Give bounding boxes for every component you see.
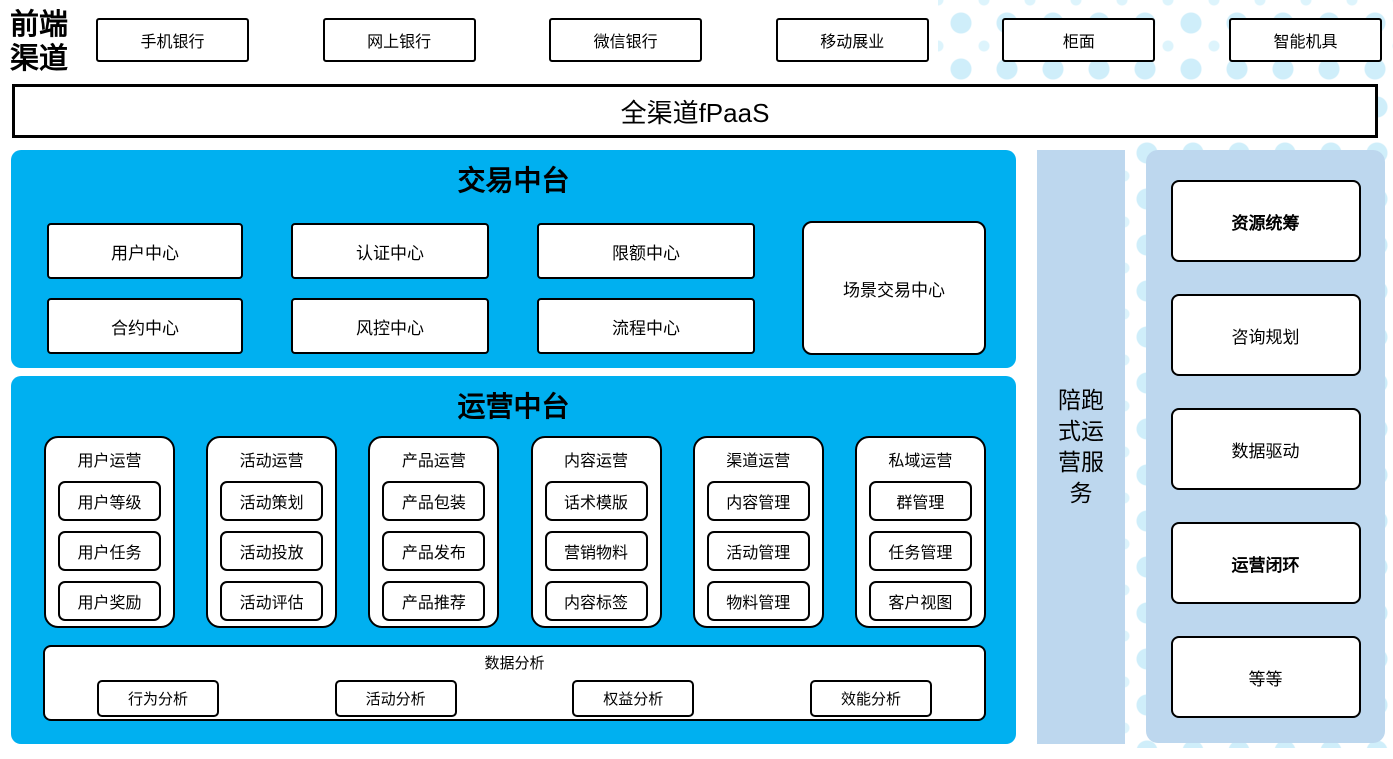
group-item: 内容管理 [706, 481, 810, 521]
group-item: 活动管理 [706, 531, 810, 571]
front-channels-row: 前端渠道 手机银行 网上银行 微信银行 移动展业 柜面 智能机具 [10, 5, 1382, 75]
group-item: 产品发布 [382, 531, 486, 571]
center-box-contract: 合约中心 [47, 298, 243, 354]
service-box-resource-planning: 资源统筹 [1170, 180, 1361, 262]
group-channel-operation: 渠道运营 内容管理 活动管理 物料管理 [692, 436, 824, 628]
data-analysis-title: 数据分析 [484, 655, 545, 672]
service-box-operation-loop: 运营闭环 [1170, 522, 1361, 604]
group-item: 活动评估 [220, 581, 324, 621]
group-item: 内容标签 [544, 581, 648, 621]
group-item: 用户奖励 [58, 581, 161, 621]
group-item: 营销物料 [544, 531, 648, 571]
service-box-etc: 等等 [1170, 636, 1361, 718]
center-box-scenario-trade: 场景交易中心 [802, 221, 986, 355]
service-box-consulting-planning: 咨询规划 [1170, 294, 1361, 376]
omnichannel-fpaas-bar: 全渠道fPaaS [12, 84, 1378, 138]
channel-box-mobile-banking: 手机银行 [96, 18, 249, 62]
channel-box-counter: 柜面 [1002, 18, 1156, 62]
group-item: 产品推荐 [382, 581, 486, 621]
group-item: 产品包装 [382, 481, 486, 521]
group-item: 用户等级 [58, 481, 161, 521]
group-user-operation: 用户运营 用户等级 用户任务 用户奖励 [44, 436, 175, 628]
channel-box-mobile-sales: 移动展业 [775, 18, 929, 62]
center-box-user: 用户中心 [47, 223, 243, 279]
center-box-risk: 风控中心 [291, 298, 489, 354]
transaction-platform-panel: 交易中台 用户中心 认证中心 限额中心 合约中心 风控中心 流程中心 场景交易中… [11, 150, 1016, 368]
operation-groups-row: 用户运营 用户等级 用户任务 用户奖励 活动运营 活动策划 活动投放 活动评估 … [44, 436, 986, 628]
group-title: 内容运营 [564, 453, 629, 470]
group-item: 话术模版 [544, 481, 648, 521]
analysis-item-rights: 权益分析 [572, 680, 695, 717]
data-analysis-box: 数据分析 行为分析 活动分析 权益分析 效能分析 [43, 645, 986, 721]
group-private-domain-operation: 私域运营 群管理 任务管理 客户视图 [854, 436, 986, 628]
transaction-platform-title: 交易中台 [457, 165, 570, 196]
accompanying-operation-service-label: 陪跑式运营服务 [1058, 387, 1104, 506]
group-item: 任务管理 [868, 531, 972, 571]
operation-platform-title: 运营中台 [457, 391, 570, 422]
channel-box-smart-devices: 智能机具 [1228, 18, 1382, 62]
service-items-panel: 资源统筹 咨询规划 数据驱动 运营闭环 等等 [1146, 150, 1385, 743]
group-item: 物料管理 [706, 581, 810, 621]
group-title: 活动运营 [239, 453, 304, 470]
group-activity-operation: 活动运营 活动策划 活动投放 活动评估 [206, 436, 338, 628]
group-product-operation: 产品运营 产品包装 产品发布 产品推荐 [368, 436, 500, 628]
center-box-process: 流程中心 [537, 298, 755, 354]
group-item: 活动投放 [220, 531, 324, 571]
accompanying-operation-service-bar: 陪跑式运营服务 [1037, 150, 1125, 744]
service-box-data-driven: 数据驱动 [1170, 408, 1361, 490]
channel-box-wechat-banking: 微信银行 [549, 18, 703, 62]
front-channels-label: 前端渠道 [10, 9, 69, 75]
channel-box-online-banking: 网上银行 [322, 18, 476, 62]
analysis-item-behavior: 行为分析 [97, 680, 219, 717]
operation-platform-panel: 运营中台 用户运营 用户等级 用户任务 用户奖励 活动运营 活动策划 活动投放 … [11, 376, 1016, 744]
group-title: 渠道运营 [726, 453, 791, 470]
data-analysis-items: 行为分析 活动分析 权益分析 效能分析 [45, 673, 984, 717]
group-item: 客户视图 [868, 581, 972, 621]
analysis-item-efficiency: 效能分析 [809, 680, 932, 717]
center-box-limit: 限额中心 [537, 223, 755, 279]
channel-box-list: 手机银行 网上银行 微信银行 移动展业 柜面 智能机具 [96, 5, 1382, 75]
analysis-item-activity: 活动分析 [334, 680, 457, 717]
group-title: 产品运营 [401, 453, 466, 470]
group-title: 私域运营 [888, 453, 953, 470]
group-item: 用户任务 [58, 531, 161, 571]
group-item: 活动策划 [220, 481, 324, 521]
transaction-centers-grid: 用户中心 认证中心 限额中心 合约中心 风控中心 流程中心 [47, 223, 755, 354]
group-item: 群管理 [868, 481, 972, 521]
group-title: 用户运营 [77, 453, 142, 470]
center-box-auth: 认证中心 [291, 223, 489, 279]
group-content-operation: 内容运营 话术模版 营销物料 内容标签 [530, 436, 662, 628]
